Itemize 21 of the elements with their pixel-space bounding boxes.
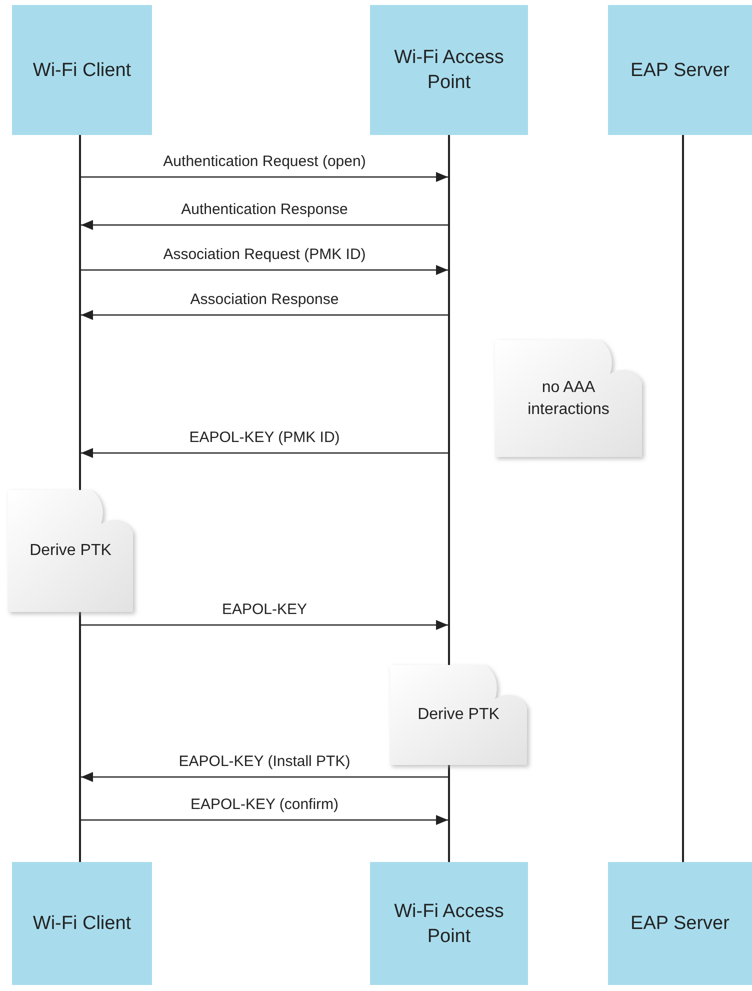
note-card [390, 665, 527, 765]
message-arrow [81, 265, 448, 275]
participant-box: EAP Server [608, 862, 752, 985]
note-text: no AAA interactions [526, 378, 610, 420]
message-arrow [81, 448, 448, 458]
participant-box: Wi-Fi Access Point [370, 5, 528, 135]
message-arrow [81, 772, 448, 782]
participant-box: Wi-Fi Client [12, 5, 152, 135]
participant-box: EAP Server [608, 5, 752, 135]
participant-box: Wi-Fi Access Point [370, 862, 528, 985]
note-text: Derive PTK [416, 705, 500, 725]
message-arrow [81, 172, 448, 182]
note-card [495, 340, 642, 457]
message-arrow [81, 220, 448, 230]
message-arrow [81, 815, 448, 825]
note-card [8, 490, 133, 612]
note-text: Derive PTK [28, 541, 112, 561]
participant-box: Wi-Fi Client [12, 862, 152, 985]
lifeline [682, 135, 684, 862]
message-arrow [81, 620, 448, 630]
message-arrow [81, 310, 448, 320]
